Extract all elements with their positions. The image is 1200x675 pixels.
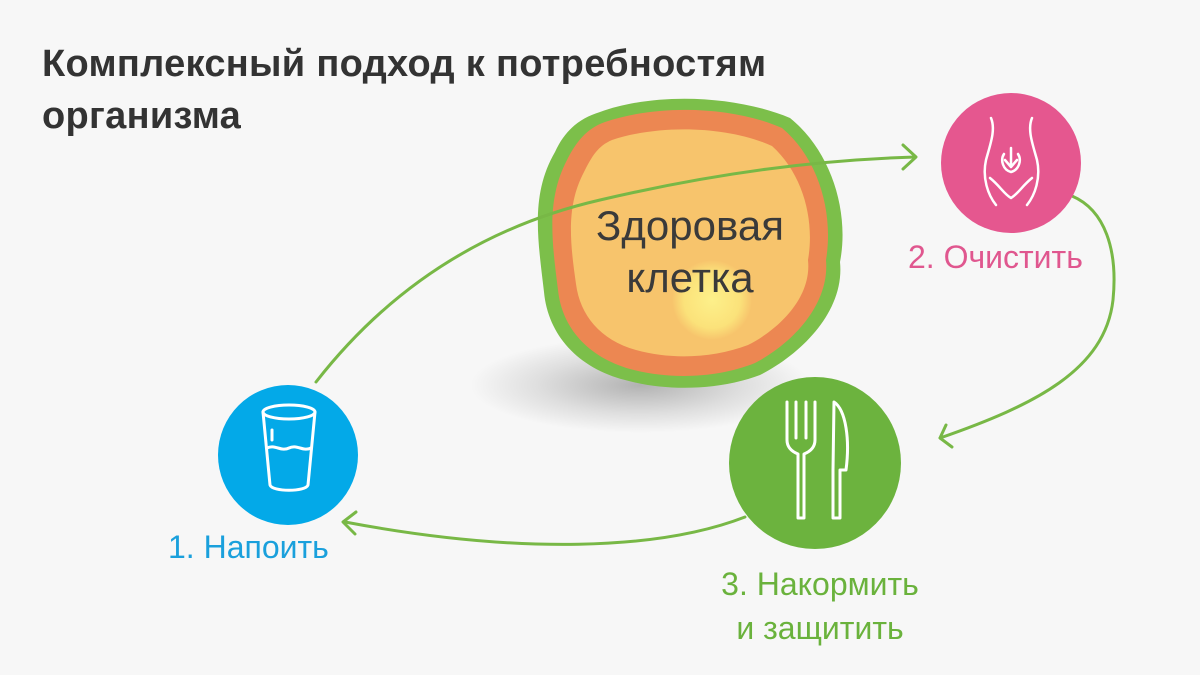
step-cleanse: [941, 93, 1081, 233]
step-3-label-line-1: 3. Накормить: [721, 566, 919, 602]
step-drink: [218, 385, 358, 525]
step-3-label: 3. Накормить и защитить: [640, 562, 1000, 650]
arrow-drink-to-cleanse: [314, 155, 917, 384]
title-line-1: Комплексный подход к потребностям: [42, 43, 767, 85]
healthy-cell-label-line-1: Здоровая: [596, 202, 784, 249]
fork-knife-icon: [785, 400, 849, 520]
step-3-label-line-2: и защитить: [736, 610, 904, 646]
arrow-cleanse-to-feed: [938, 194, 1116, 440]
page-title: Комплексный подход к потребностям органи…: [42, 38, 862, 142]
healthy-cell-label-line-2: клетка: [626, 254, 754, 301]
arrow-feed-to-drink: [343, 515, 747, 546]
glass-of-water-icon: [261, 403, 317, 492]
step-2-label: 2. Очистить: [908, 239, 1083, 275]
arrowhead-to-drink: [341, 510, 358, 536]
abdomen-icon: [983, 116, 1040, 207]
arrowhead-to-cleanse: [901, 143, 918, 171]
title-line-2: организма: [42, 95, 242, 137]
step-feed: [729, 377, 901, 549]
drink-circle: [218, 385, 358, 525]
knife-icon: [831, 400, 849, 520]
healthy-cell-label: Здоровая клетка: [560, 200, 820, 304]
step-1-label: 1. Напоить: [168, 529, 329, 565]
arrowhead-to-feed: [938, 423, 954, 449]
feed-circle: [729, 377, 901, 549]
fork-icon: [785, 400, 817, 520]
healthy-cell-icon: [537, 98, 843, 388]
cell-nucleus: [672, 260, 752, 340]
